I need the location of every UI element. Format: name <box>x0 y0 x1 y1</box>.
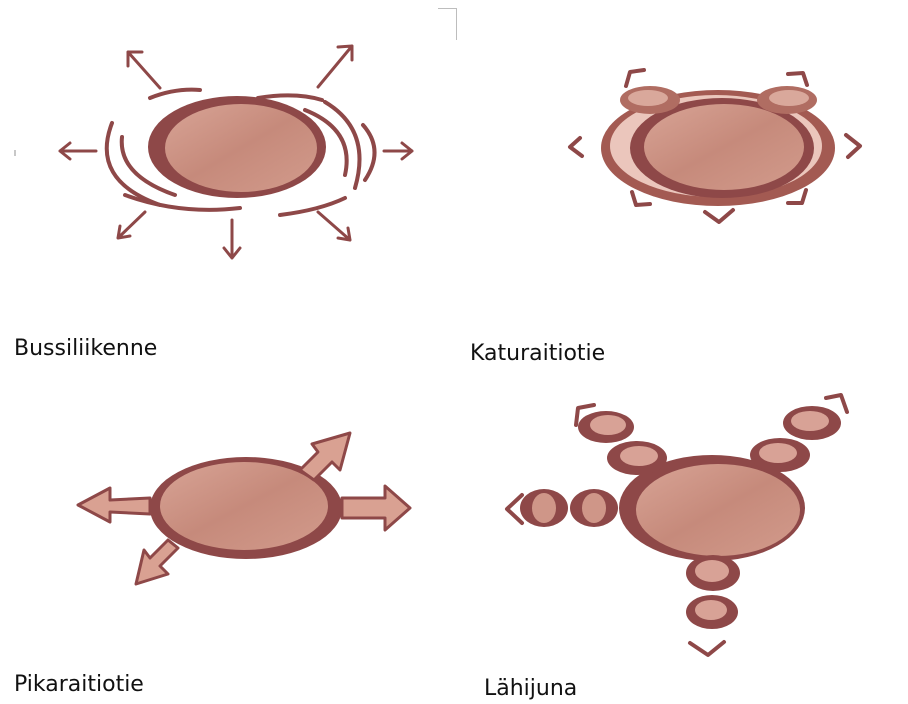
bus-label: Bussiliikenne <box>14 336 157 361</box>
bus-hub-oval <box>148 96 326 198</box>
tram-panel <box>570 70 860 222</box>
rail-panel <box>507 395 847 655</box>
rail-label: Lähijuna <box>484 676 577 701</box>
fast-tram-panel <box>78 433 410 584</box>
bus-panel <box>60 46 412 258</box>
fast-tram-label: Pikaraitiotie <box>14 672 144 697</box>
tram-label: Katuraitiotie <box>470 341 605 366</box>
